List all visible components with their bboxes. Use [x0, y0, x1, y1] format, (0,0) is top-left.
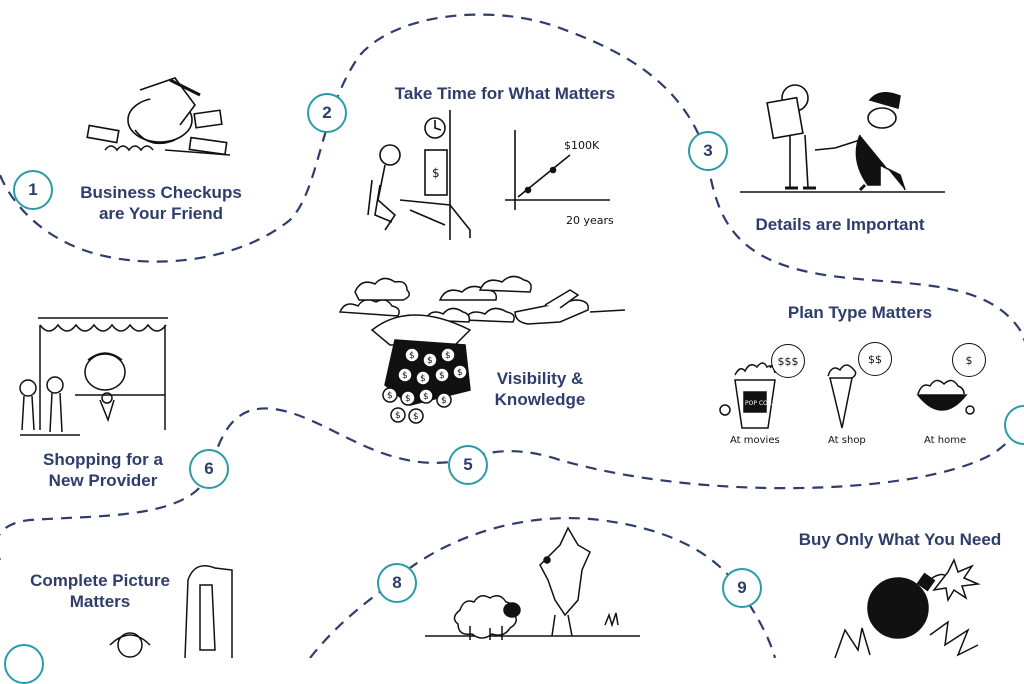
- shop-illustration: [19, 317, 168, 436]
- caption-movies: At movies: [730, 435, 780, 446]
- coin-dollar-sign: $: [420, 374, 426, 384]
- time-illustration: [367, 110, 610, 240]
- caption-shop: At shop: [828, 435, 866, 446]
- step-2-title: Take Time for What Matters: [394, 84, 616, 103]
- coin-dollar-sign: $: [395, 411, 401, 421]
- coin-dollar-sign: $: [439, 371, 445, 381]
- bomb-illustration: [834, 558, 981, 658]
- price-tag-movies: $$$: [771, 344, 805, 378]
- complete-picture-illustration: [109, 565, 233, 658]
- roadmap-illustration: $: [0, 13, 1024, 658]
- plan-type-title: Plan Type Matters: [787, 303, 933, 322]
- checkup-illustration: [86, 77, 231, 156]
- coin-dollar-sign: $: [445, 351, 451, 361]
- caption-home: At home: [924, 435, 967, 446]
- step-3-title: Details are Important: [755, 215, 925, 234]
- dashed-roadmap-path: [0, 13, 1024, 560]
- step-badge-1: 1: [13, 170, 53, 210]
- money-pile-illustration: [370, 314, 472, 424]
- step-badge-5: 5: [448, 445, 488, 485]
- price-tag-home: $: [952, 343, 986, 377]
- sheep-wolf-illustration: [425, 526, 640, 640]
- step-badge-8: 8: [377, 563, 417, 603]
- step-badge-9: 9: [722, 568, 762, 608]
- coin-dollar-sign: $: [409, 351, 415, 361]
- details-illustration: [740, 84, 945, 193]
- coin-dollar-sign: $: [402, 371, 408, 381]
- step-badge-partial-bottom-left: [4, 644, 44, 684]
- step-badge-6: 6: [189, 449, 229, 489]
- coin-dollar-sign: $: [427, 356, 433, 366]
- growth-axis-label: 20 years: [566, 214, 614, 227]
- buy-only-title: Buy Only What You Need: [798, 530, 1002, 549]
- price-tag-shop: $$: [858, 342, 892, 376]
- clouds-illustration: [338, 275, 626, 325]
- coin-dollar-sign: $: [387, 391, 393, 401]
- coin-dollar-sign: $: [405, 394, 411, 404]
- coin-dollar-sign: $: [413, 412, 419, 422]
- growth-value-label: $100K: [564, 139, 600, 152]
- coin-dollar-sign: $: [457, 368, 463, 378]
- plan-type-illustration: [719, 344, 975, 429]
- coin-dollar-sign: $: [423, 392, 429, 402]
- step-badge-2: 2: [307, 93, 347, 133]
- step-badge-3: 3: [688, 131, 728, 171]
- coin-dollar-sign: $: [441, 396, 447, 406]
- step-5-title: Visibility &Knowledge: [494, 369, 586, 409]
- popcorn-box-label: POP CORN: [745, 400, 776, 407]
- monitor-dollar-symbol: $: [432, 166, 440, 180]
